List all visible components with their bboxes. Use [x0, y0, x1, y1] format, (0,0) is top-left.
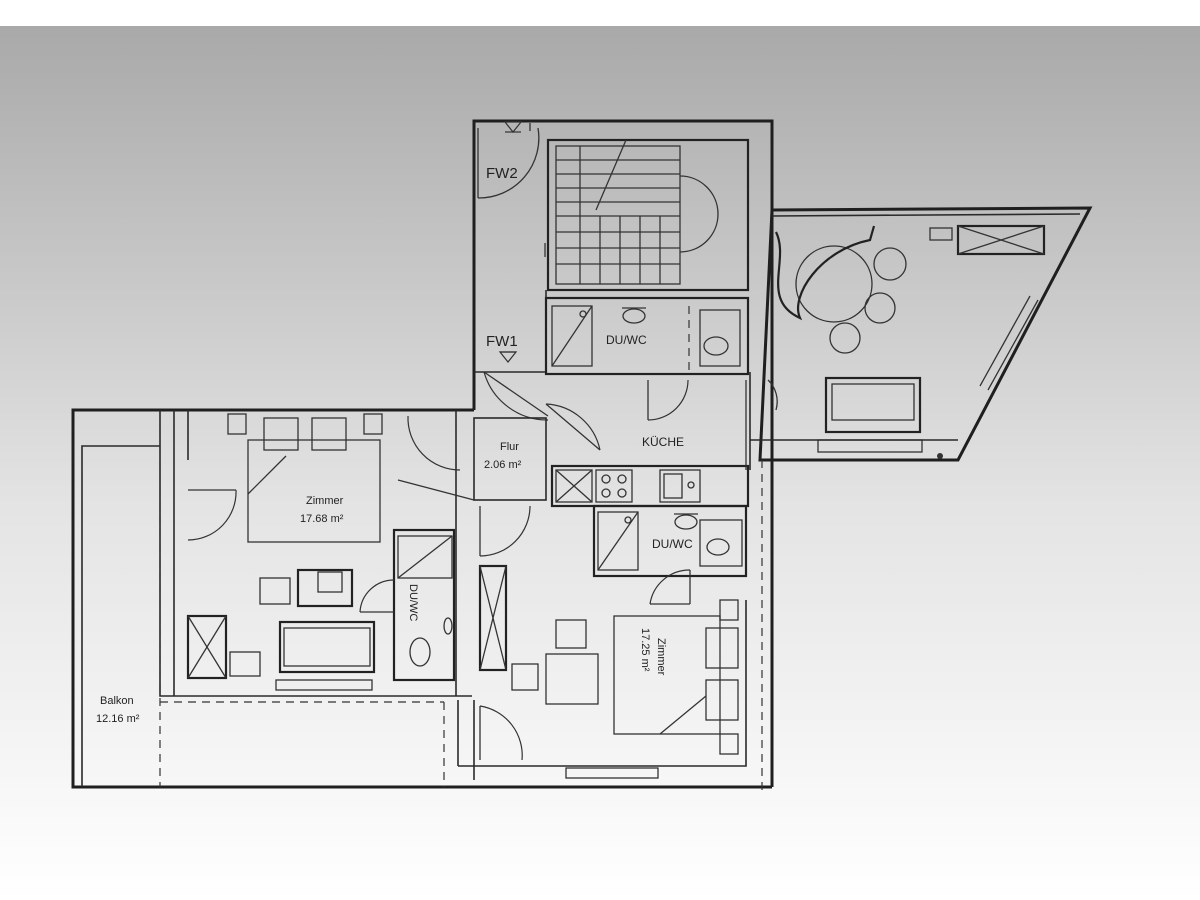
fw1-marker-icon	[498, 351, 518, 363]
kitchen-counter	[550, 380, 750, 508]
label-bath-mid: DU/WC	[652, 537, 693, 551]
label-room-right-name: Zimmer	[655, 638, 667, 676]
bathroom-left	[359, 528, 456, 682]
label-room-left-area: 17.68 m²	[300, 513, 344, 525]
bathroom-top	[544, 296, 750, 421]
right-wing-furniture	[749, 224, 1046, 470]
label-balcony-area: 12.16 m²	[96, 713, 140, 725]
label-hall-area: 2.06 m²	[484, 459, 522, 471]
label-bath-left: DU/WC	[407, 584, 419, 621]
label-fw2: FW2	[486, 165, 518, 182]
label-balcony-name: Balkon	[100, 695, 134, 707]
balcony	[81, 445, 445, 787]
room-labels: FW2 FW1 DU/WC KÜCHE Flur 2.06 m² Zimmer …	[96, 165, 693, 725]
room-left	[159, 410, 475, 697]
label-fw1: FW1	[486, 333, 518, 350]
staircase	[477, 121, 750, 292]
label-bath-top: DU/WC	[606, 333, 647, 347]
bathroom-mid	[592, 460, 763, 790]
hall-walls	[473, 403, 601, 501]
label-room-left-name: Zimmer	[306, 495, 344, 507]
corridor-walls	[474, 290, 549, 421]
label-hall-name: Flur	[500, 441, 519, 453]
label-room-right-area: 17.25 m²	[639, 628, 651, 672]
outer-walls	[71, 119, 1093, 789]
stair-marker-icon	[503, 121, 523, 133]
room-right	[457, 505, 747, 780]
label-kitchen: KÜCHE	[642, 435, 684, 449]
